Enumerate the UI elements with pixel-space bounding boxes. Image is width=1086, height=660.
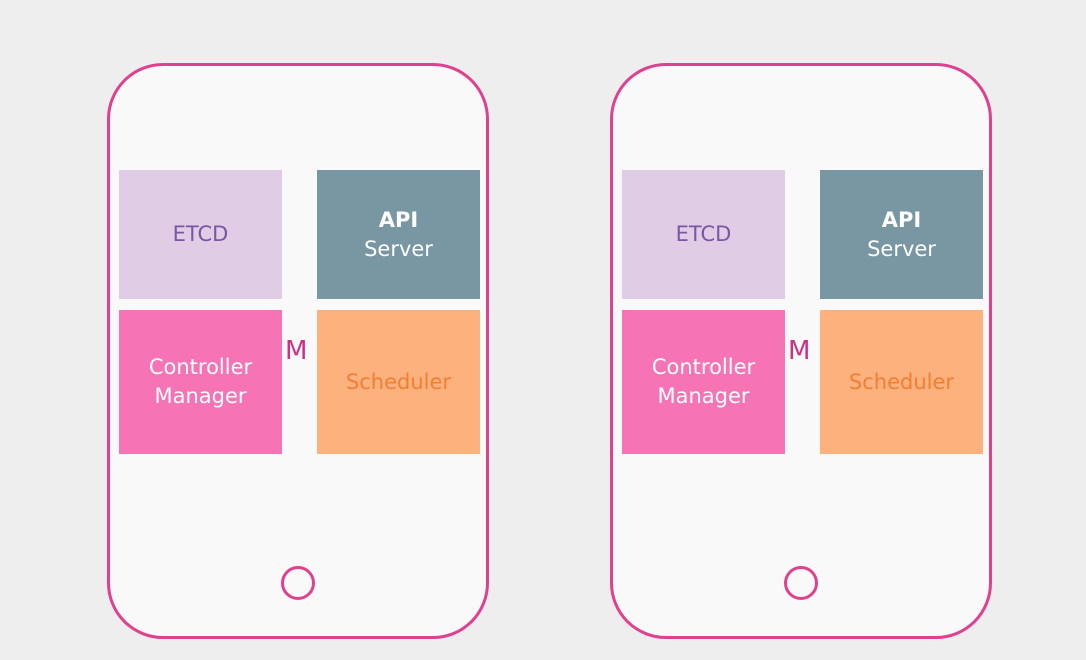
controller-manager-label-line1: Controller [148,355,253,379]
api-server-label-line2: Server [867,236,936,261]
controller-manager-label-line2: Manager [154,384,247,408]
master-node-2: ETCD API Server Controller Manager Sched… [610,63,992,639]
api-server-label-line2: Server [364,236,433,261]
home-button-icon [784,566,818,600]
api-server-label-line1: API [881,207,922,232]
controller-manager-box: Controller Manager [622,310,785,454]
etcd-label: ETCD [675,222,732,246]
master-label: M [285,336,308,366]
api-server-label-line1: API [378,207,419,232]
controller-manager-label-line2: Manager [657,384,750,408]
scheduler-box: Scheduler [820,310,983,454]
controller-manager-box: Controller Manager [119,310,282,454]
master-node-1: ETCD API Server Controller Manager Sched… [107,63,489,639]
etcd-box: ETCD [622,170,785,299]
etcd-box: ETCD [119,170,282,299]
controller-manager-label-line1: Controller [651,355,756,379]
etcd-label: ETCD [172,222,229,246]
scheduler-box: Scheduler [317,310,480,454]
scheduler-label: Scheduler [848,369,955,394]
scheduler-label: Scheduler [345,369,452,394]
home-button-icon [281,566,315,600]
master-label: M [788,336,811,366]
api-server-box: API Server [820,170,983,299]
api-server-box: API Server [317,170,480,299]
